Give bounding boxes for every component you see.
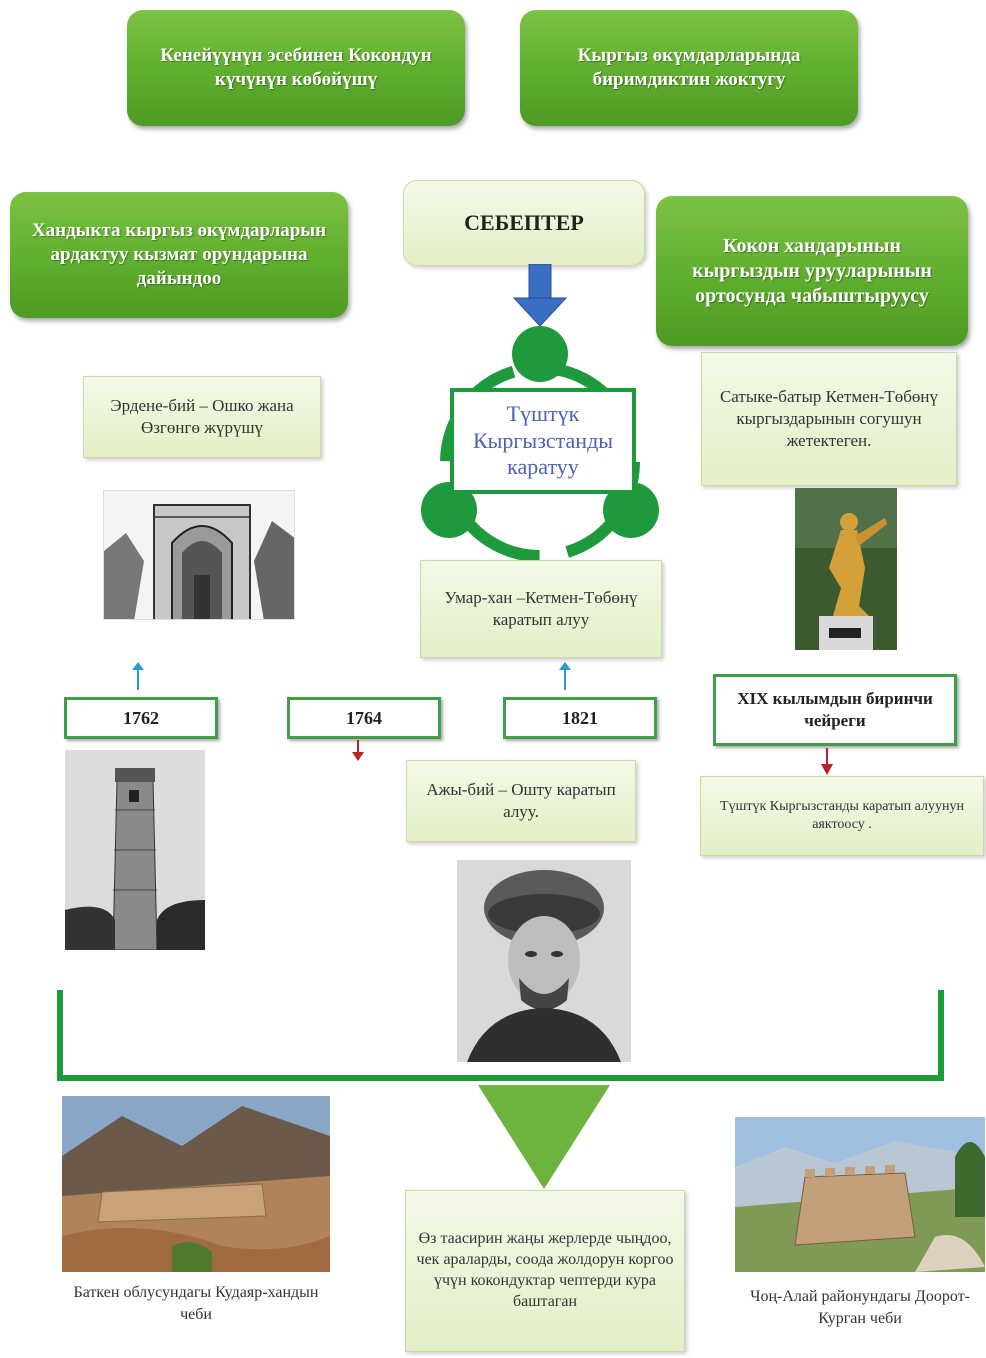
reasons-header: СЕБЕПТЕР xyxy=(403,180,645,266)
arrow-down-small-icon xyxy=(821,748,833,775)
note-umar: Умар-хан –Кетмен-Төбөнү каратып алуу xyxy=(420,560,662,658)
note-text: Ажы-бий – Ошту каратып алуу. xyxy=(426,779,616,821)
reason-text: Хандыкта кыргыз өкүмдарларын ардактуу кы… xyxy=(31,220,327,289)
reason-box-disunity: Кыргыз өкүмдарларында биримдиктин жоктуг… xyxy=(520,10,858,126)
period-label: XIX кылымдын биринчи чейреги xyxy=(737,688,933,730)
year-label: 1764 xyxy=(346,707,382,728)
reason-box-tribal-conflicts: Кокон хандарынын кыргыздын урууларынын о… xyxy=(656,196,968,346)
note-text: Түштүк Кыргызстанды каратып алуунун аякт… xyxy=(720,798,964,832)
reason-box-kokand-power: Кенейүүнүн эсебинен Кокондун күчүнүн көб… xyxy=(127,10,465,126)
arrow-down-icon xyxy=(512,264,568,327)
center-label: Түштүк Кыргызстанды каратуу xyxy=(472,401,614,480)
minaret-photo-image xyxy=(65,750,205,950)
year-box-1762: 1762 xyxy=(64,697,218,739)
note-text: Умар-хан –Кетмен-Төбөнү каратып алуу xyxy=(444,587,638,629)
kudayar-khan-fortress-image xyxy=(62,1096,330,1272)
year-box-1821: 1821 xyxy=(503,697,657,739)
year-box-1764: 1764 xyxy=(287,697,441,739)
arrow-up-icon xyxy=(559,662,571,690)
reasons-title: СЕБЕПТЕР xyxy=(464,209,584,235)
portrait-image xyxy=(457,860,631,1062)
year-label: 1762 xyxy=(123,707,159,728)
reason-text: Кыргыз өкүмдарларында биримдиктин жоктуг… xyxy=(577,45,801,90)
note-erdene: Эрдене-бий – Ошко жана Өзгөнгө жүрүшү xyxy=(83,376,321,458)
reason-box-honorary-posts: Хандыкта кыргыз өкүмдарларын ардактуу кы… xyxy=(10,192,348,318)
period-box-xix: XIX кылымдын биринчи чейреги xyxy=(713,674,957,746)
arrow-up-icon xyxy=(132,662,144,690)
reason-text: Кокон хандарынын кыргыздын урууларынын о… xyxy=(692,234,932,307)
note-south-completed: Түштүк Кыргызстанды каратып алуунун аякт… xyxy=(700,776,984,856)
note-text: Эрдене-бий – Ошко жана Өзгөнгө жүрүшү xyxy=(110,395,294,437)
arrow-down-small-icon xyxy=(352,740,364,761)
reason-text: Кенейүүнүн эсебинен Кокондун күчүнүн көб… xyxy=(160,45,432,90)
golden-statue-image xyxy=(795,488,897,650)
year-label: 1821 xyxy=(562,707,598,728)
note-fortress-building: Өз таасирин жаңы жерлерде чыңдоо, чек ар… xyxy=(405,1190,685,1352)
caption-left-fortress: Баткен облусундагы Кудаяр-хандын чеби xyxy=(62,1282,330,1325)
caption-text: Баткен облусундагы Кудаяр-хандын чеби xyxy=(73,1284,319,1323)
note-text: Сатыке-батыр Кетмен-Төбөнү кыргыздарынын… xyxy=(719,386,939,451)
note-ajy: Ажы-бий – Ошту каратып алуу. xyxy=(406,760,636,842)
note-satyke: Сатыке-батыр Кетмен-Төбөнү кыргыздарынын… xyxy=(701,352,957,486)
caption-text: Чоң-Алай районундагы Доорот-Курган чеби xyxy=(750,1288,970,1327)
doorot-kurgan-fortress-image xyxy=(735,1117,985,1272)
mausoleum-sketch-image xyxy=(103,490,295,620)
bracket-line xyxy=(57,990,944,1081)
caption-right-fortress: Чоң-Алай районундагы Доорот-Курган чеби xyxy=(735,1286,985,1329)
note-text: Өз таасирин жаңы жерлерде чыңдоо, чек ар… xyxy=(416,1230,674,1310)
center-label-box: Түштүк Кыргызстанды каратуу xyxy=(450,388,636,494)
triangle-down-icon xyxy=(478,1085,610,1189)
